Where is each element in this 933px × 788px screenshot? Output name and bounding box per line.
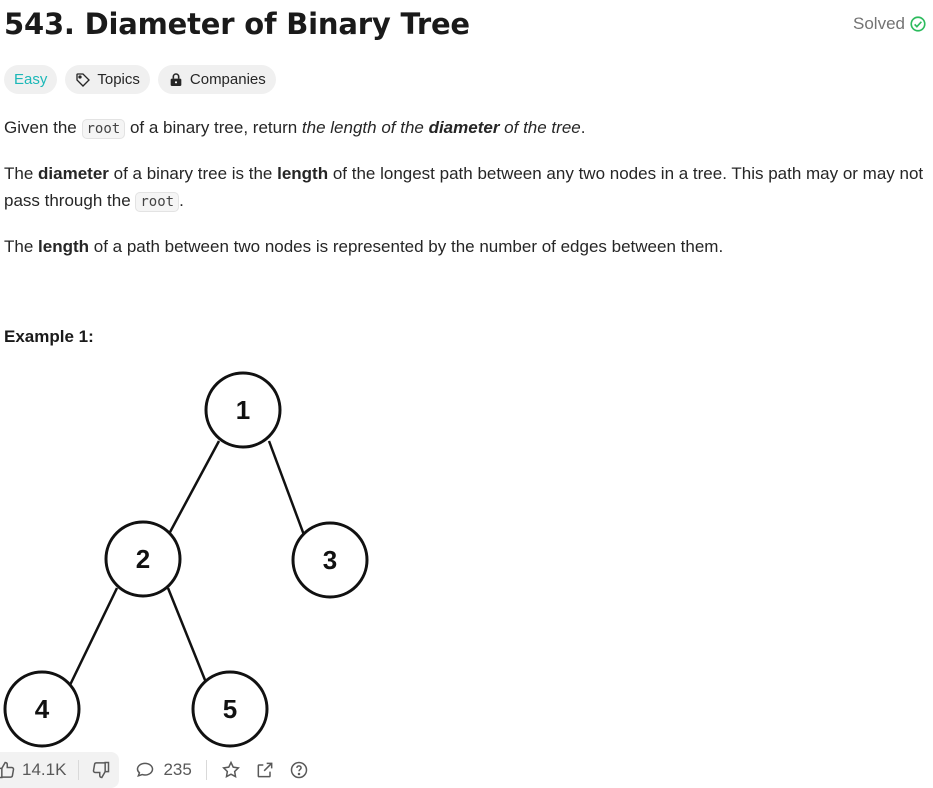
node-circle — [104, 520, 182, 598]
text: of the longest path between any two node… — [4, 164, 924, 210]
description-paragraph-2: The diameter of a binary tree is the len… — [4, 160, 929, 216]
emphasis: the length of the diameter of the tree — [302, 118, 581, 137]
dislike-button[interactable] — [91, 760, 111, 780]
text: . — [580, 118, 586, 137]
node-label: 1 — [236, 395, 250, 425]
bold-length: length — [38, 237, 90, 256]
text: of the tree — [499, 118, 581, 137]
external-link-icon — [257, 762, 273, 778]
bold-length: length — [277, 164, 329, 183]
text: of a binary tree, return — [125, 118, 302, 137]
lock-icon — [170, 72, 182, 86]
comments-button[interactable]: 235 — [135, 760, 192, 780]
help-button[interactable] — [289, 760, 309, 780]
thumbs-up-icon — [0, 761, 15, 779]
node-label: 3 — [323, 545, 337, 575]
comment-icon — [137, 762, 154, 778]
text: The — [4, 164, 39, 183]
node-circle — [191, 670, 269, 748]
text: of a binary tree is the — [108, 164, 278, 183]
node-label: 5 — [223, 694, 237, 724]
vote-group: 14.1K — [0, 752, 120, 788]
topics-button[interactable]: Topics — [65, 65, 150, 94]
text: . — [179, 191, 184, 210]
bold-diameter: diameter — [38, 164, 109, 183]
companies-label: Companies — [189, 71, 266, 88]
tree-node-1: 1 — [204, 371, 282, 449]
difficulty-label: Easy — [14, 71, 48, 88]
tree-node-5: 5 — [191, 670, 269, 748]
tree-node-3: 3 — [291, 521, 369, 599]
like-button[interactable]: 14.1K — [0, 760, 66, 780]
star-icon — [221, 760, 240, 778]
footer-divider — [205, 760, 207, 780]
comment-count: 235 — [163, 760, 192, 779]
text: Given the — [4, 118, 82, 137]
edge-2-5 — [166, 587, 209, 686]
node-circle — [3, 670, 81, 748]
bold-diameter: diameter — [428, 118, 500, 137]
text: of a path between two nodes is represent… — [89, 237, 724, 256]
node-circle — [204, 371, 282, 449]
text: the length of the — [301, 118, 429, 137]
inline-code-root: root — [81, 119, 126, 139]
tag-icon — [76, 72, 91, 87]
description-paragraph-1: Given the root of a binary tree, return … — [4, 114, 929, 143]
solved-status: Solved — [853, 14, 927, 34]
like-count: 14.1K — [22, 760, 67, 779]
difficulty-badge: Easy — [4, 65, 58, 94]
topics-label: Topics — [97, 71, 140, 88]
problem-title: 543. Diameter of Binary Tree — [4, 7, 470, 41]
node-circle — [291, 521, 369, 599]
tag-bar: Easy Topics Companies — [4, 65, 276, 94]
description-paragraph-3: The length of a path between two nodes i… — [4, 233, 929, 260]
problem-footer: 14.1K 235 — [0, 752, 933, 788]
thumbs-down-icon — [93, 761, 110, 779]
edge-2-4 — [68, 587, 119, 686]
text: The — [4, 237, 39, 256]
edge-1-3 — [267, 440, 306, 536]
edge-1-2 — [167, 440, 221, 535]
inline-code-root: root — [135, 192, 180, 212]
solved-label: Solved — [853, 14, 905, 33]
share-button[interactable] — [255, 760, 275, 780]
check-circle-icon — [910, 16, 926, 32]
tree-node-4: 4 — [3, 670, 81, 748]
node-label: 4 — [35, 694, 50, 724]
example-label: Example 1: — [4, 327, 94, 346]
vote-divider — [78, 760, 80, 780]
binary-tree-diagram: 1 2 3 4 5 — [3, 371, 369, 748]
node-label: 2 — [136, 544, 150, 574]
question-circle-icon — [290, 761, 308, 779]
tree-node-2: 2 — [104, 520, 182, 598]
favorite-button[interactable] — [221, 760, 241, 780]
companies-button[interactable]: Companies — [157, 65, 276, 94]
